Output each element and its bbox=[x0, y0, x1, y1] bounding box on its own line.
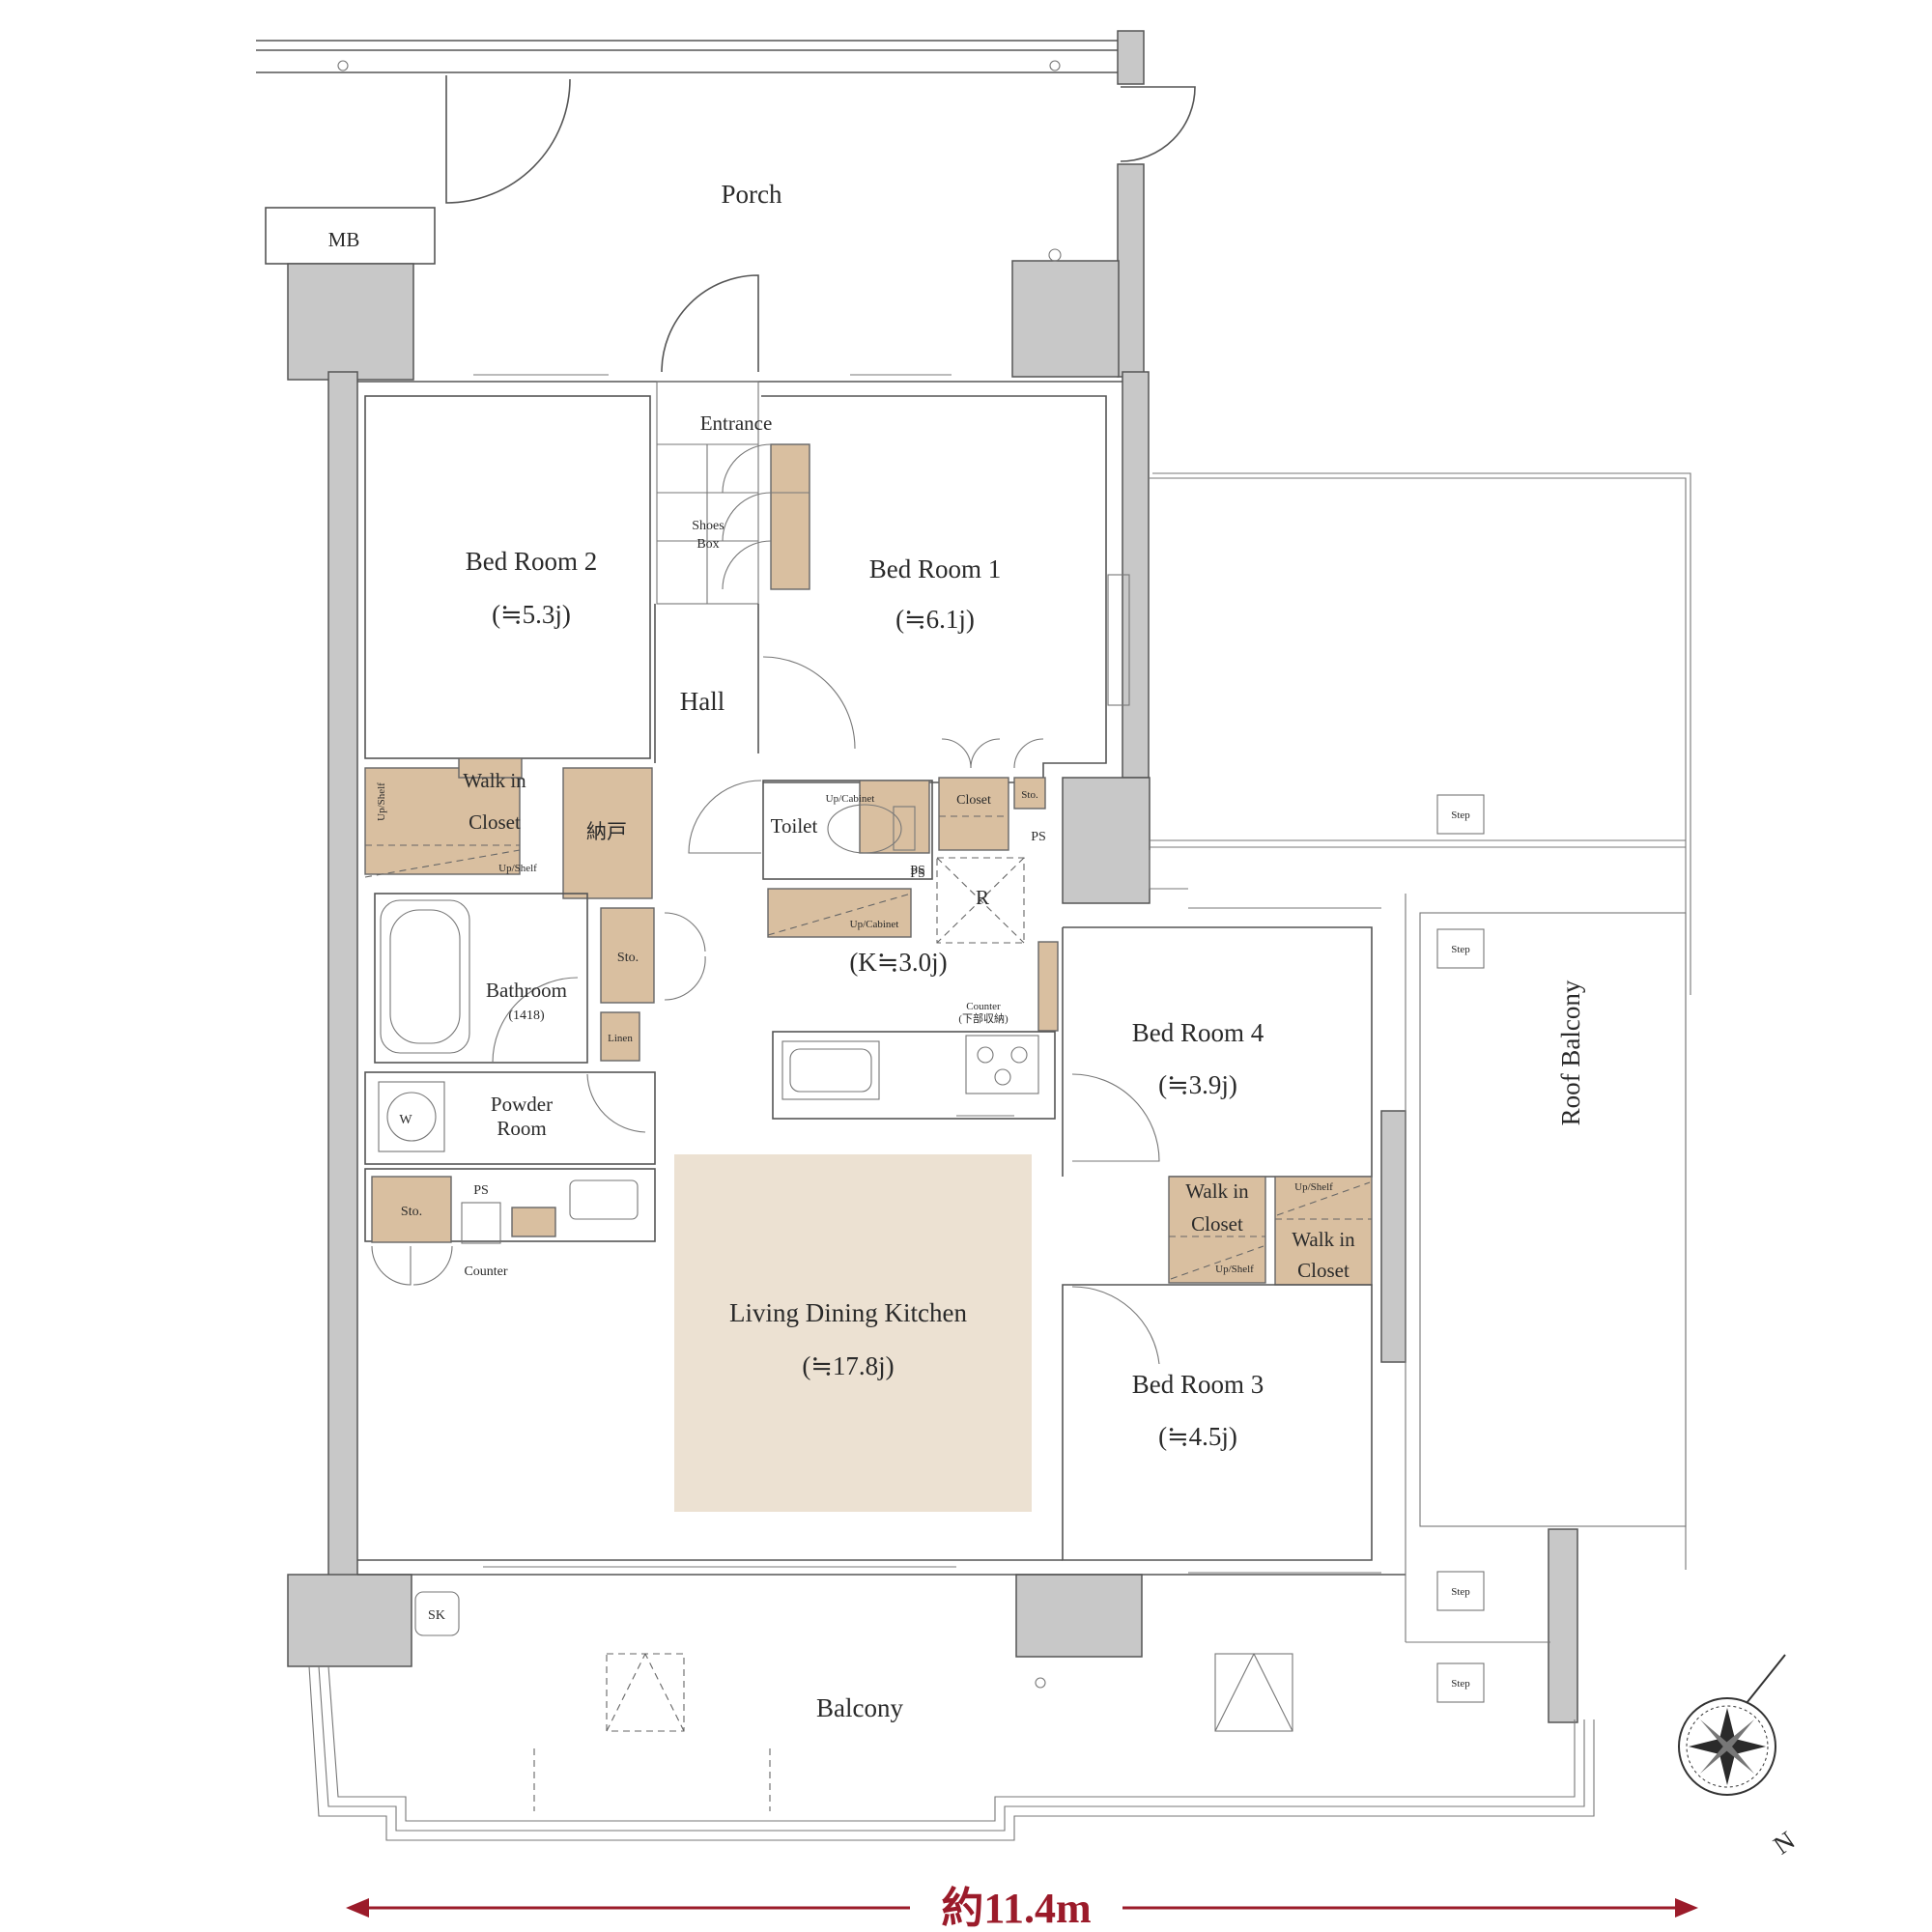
closet-bed-room-1 bbox=[938, 777, 1046, 851]
closet-label: Closet bbox=[956, 793, 991, 808]
up-shelf-label-4: Up/Shelf bbox=[1294, 1181, 1333, 1193]
roof-balcony-area bbox=[1149, 472, 1691, 1643]
step-3 bbox=[1436, 1571, 1485, 1611]
bed-room-4-label: Bed Room 4 bbox=[1132, 1018, 1264, 1047]
step-1 bbox=[1436, 794, 1485, 835]
ps-label-3: PS bbox=[910, 864, 925, 878]
bathroom-size: (1418) bbox=[508, 1009, 545, 1023]
ps-label-1: PS bbox=[910, 867, 925, 881]
exterior-walls bbox=[287, 371, 1578, 1723]
step-label-3: Step bbox=[1451, 1586, 1470, 1598]
dimension-line bbox=[346, 1898, 1698, 1918]
walk-in-closet-a-label-2: Closet bbox=[469, 810, 521, 834]
storage-hall bbox=[600, 907, 706, 1062]
slop-sink-label: SK bbox=[428, 1608, 445, 1623]
walk-in-closet-c-label-2: Closet bbox=[1297, 1259, 1350, 1282]
balcony-area bbox=[308, 1591, 1595, 1841]
balcony-label: Balcony bbox=[816, 1693, 903, 1722]
walk-in-closet-b-label-1: Walk in bbox=[1185, 1179, 1249, 1203]
north-label: N bbox=[1768, 1826, 1800, 1861]
bed-room-4-size: (≒3.9j) bbox=[1158, 1070, 1237, 1099]
bathroom-label: Bathroom bbox=[486, 979, 567, 1002]
sto-label-1: Sto. bbox=[1021, 789, 1038, 801]
counter-label-3: Counter bbox=[464, 1264, 507, 1279]
ldk-area bbox=[483, 1154, 1032, 1568]
hall-label: Hall bbox=[680, 687, 725, 716]
counter-label-1: Counter bbox=[966, 1001, 1001, 1012]
ps-label-4: PS bbox=[473, 1183, 489, 1198]
toilet-label: Toilet bbox=[771, 814, 818, 838]
shoes-box-label-2: Box bbox=[696, 537, 719, 552]
ps-label-2: PS bbox=[1031, 830, 1046, 844]
up-shelf-label-3: Up/Shelf bbox=[1215, 1264, 1254, 1275]
step-label-4: Step bbox=[1451, 1678, 1470, 1690]
compass-icon bbox=[1678, 1654, 1786, 1796]
walk-in-closet-c-label-1: Walk in bbox=[1292, 1228, 1355, 1251]
bed-room-2-size: (≒5.3j) bbox=[492, 600, 571, 629]
kitchen-area bbox=[767, 857, 1059, 1120]
bed-room-1-size: (≒6.1j) bbox=[895, 605, 975, 634]
counter-label-2: (下部収納) bbox=[958, 1011, 1009, 1025]
shoes-box-label-1: Shoes bbox=[692, 519, 724, 533]
bed-room-3-size: (≒4.5j) bbox=[1158, 1422, 1237, 1451]
hall-area bbox=[654, 604, 856, 763]
bed-room-3 bbox=[1062, 1284, 1381, 1574]
up-cabinet-label-1: Up/Cabinet bbox=[826, 793, 875, 805]
dimension-label: 約11.4m bbox=[941, 1885, 1091, 1932]
bathroom bbox=[374, 893, 588, 1064]
up-shelf-label-1: Up/Shelf bbox=[498, 863, 537, 874]
porch-label: Porch bbox=[722, 180, 782, 209]
roof-balcony-label: Roof Balcony bbox=[1556, 980, 1585, 1125]
up-shelf-label-2: Up/Shelf bbox=[376, 782, 387, 821]
entrance-area bbox=[656, 274, 810, 605]
step-label-1: Step bbox=[1451, 810, 1470, 821]
linen-label: Linen bbox=[608, 1033, 633, 1044]
kitchen-size: (K≒3.0j) bbox=[849, 948, 947, 977]
ldk-size: (≒17.8j) bbox=[802, 1351, 894, 1380]
walk-in-closets-bc bbox=[1168, 1176, 1373, 1286]
sto-label-3: Sto. bbox=[401, 1205, 422, 1219]
walk-in-closet-b-label-2: Closet bbox=[1191, 1212, 1243, 1236]
step-label-2: Step bbox=[1451, 944, 1470, 955]
walk-in-closet-a bbox=[364, 757, 653, 899]
nando-label: 納戸 bbox=[586, 820, 627, 843]
powder-room-label-2: Room bbox=[497, 1117, 546, 1140]
up-cabinet-label-2: Up/Cabinet bbox=[850, 919, 899, 930]
walk-in-closet-a-label-1: Walk in bbox=[463, 769, 526, 792]
refrigerator-label: R bbox=[976, 886, 989, 909]
powder-room bbox=[364, 1071, 656, 1286]
bed-room-2-label: Bed Room 2 bbox=[466, 547, 598, 576]
bed-room-3-label: Bed Room 3 bbox=[1132, 1370, 1264, 1399]
sto-label-2: Sto. bbox=[617, 951, 639, 965]
toilet-room bbox=[688, 780, 933, 880]
powder-room-label-1: Powder bbox=[491, 1093, 553, 1116]
meter-box-label: MB bbox=[328, 228, 360, 251]
entrance-label: Entrance bbox=[700, 412, 773, 435]
ldk-label: Living Dining Kitchen bbox=[729, 1298, 967, 1327]
step-2 bbox=[1436, 928, 1485, 969]
step-4 bbox=[1436, 1662, 1485, 1703]
bed-room-4 bbox=[1062, 907, 1381, 1178]
bed-room-1-label: Bed Room 1 bbox=[869, 554, 1002, 583]
washer-label: W bbox=[399, 1113, 412, 1127]
